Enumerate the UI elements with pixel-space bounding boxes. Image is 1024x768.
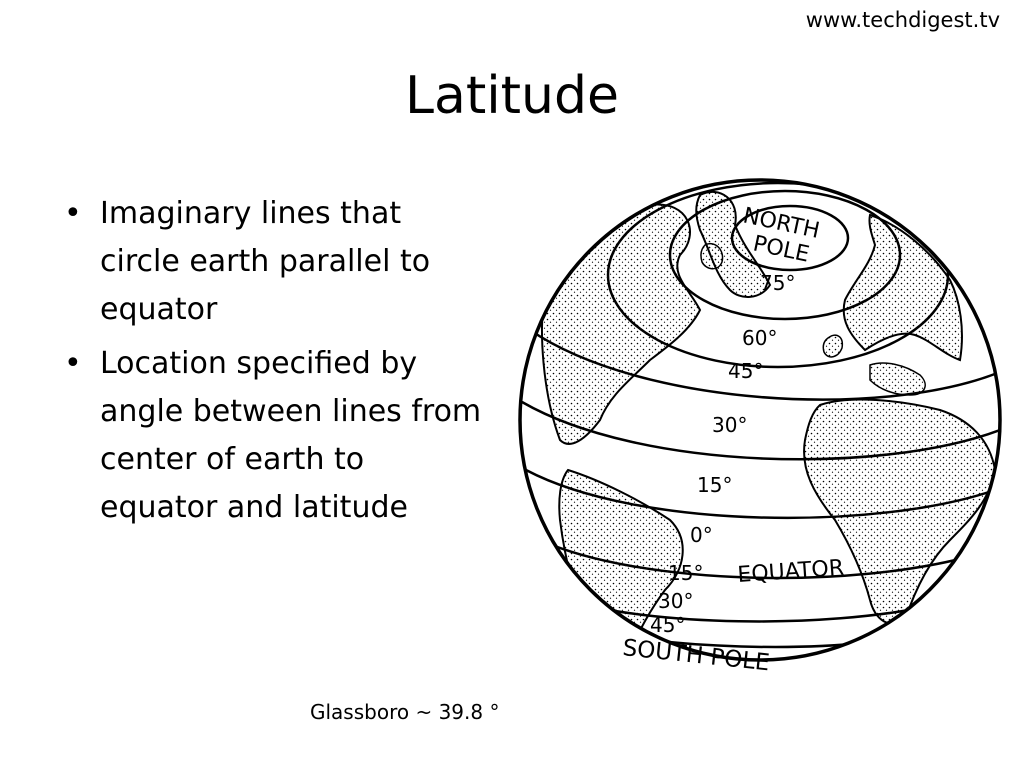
latitude-15n-label: 15° [697, 473, 732, 497]
latitude-75-label: 75° [760, 271, 795, 295]
latitude-15s-line [539, 538, 976, 580]
latitude-30s-label: 30° [658, 589, 693, 613]
bullet-text: Imaginary lines that circle earth parall… [100, 196, 431, 327]
latitude-30n-label: 30° [712, 413, 747, 437]
latitude-0-label: 0° [690, 523, 713, 547]
europe-peninsula [869, 362, 926, 396]
arctic-island [700, 243, 724, 270]
location-caption: Glassboro ~ 39.8 ° [310, 700, 500, 724]
bullet-dot-icon: • [64, 196, 82, 231]
bullet-item: • Imaginary lines that circle earth para… [56, 190, 486, 334]
british-isles [822, 334, 844, 358]
latitude-75-ring [730, 204, 850, 272]
latitude-0-line [525, 468, 996, 520]
south-pole-label: SOUTH POLE [621, 635, 770, 676]
bullet-text: Location specified by angle between line… [100, 346, 482, 525]
latitude-15s-label: 15° [668, 561, 703, 585]
latitude-30n-line [529, 328, 1000, 401]
source-watermark: www.techdigest.tv [805, 8, 1000, 32]
equator-label: EQUATOR [737, 556, 845, 588]
eurasia-landmass [842, 213, 963, 362]
bullet-list: • Imaginary lines that circle earth para… [56, 190, 486, 538]
latitude-60-label: 60° [742, 326, 777, 350]
latitude-45n-label: 45° [728, 359, 763, 383]
latitude-60-ring [668, 189, 902, 321]
bullet-item: • Location specified by angle between li… [56, 340, 486, 532]
latitude-45n-ring [606, 181, 950, 369]
bullet-dot-icon: • [64, 346, 82, 381]
globe-outline [518, 178, 1002, 662]
latitude-45s-label: 45° [650, 613, 685, 637]
latitude-15n-line [521, 400, 1000, 461]
slide-title: Latitude [404, 66, 620, 126]
